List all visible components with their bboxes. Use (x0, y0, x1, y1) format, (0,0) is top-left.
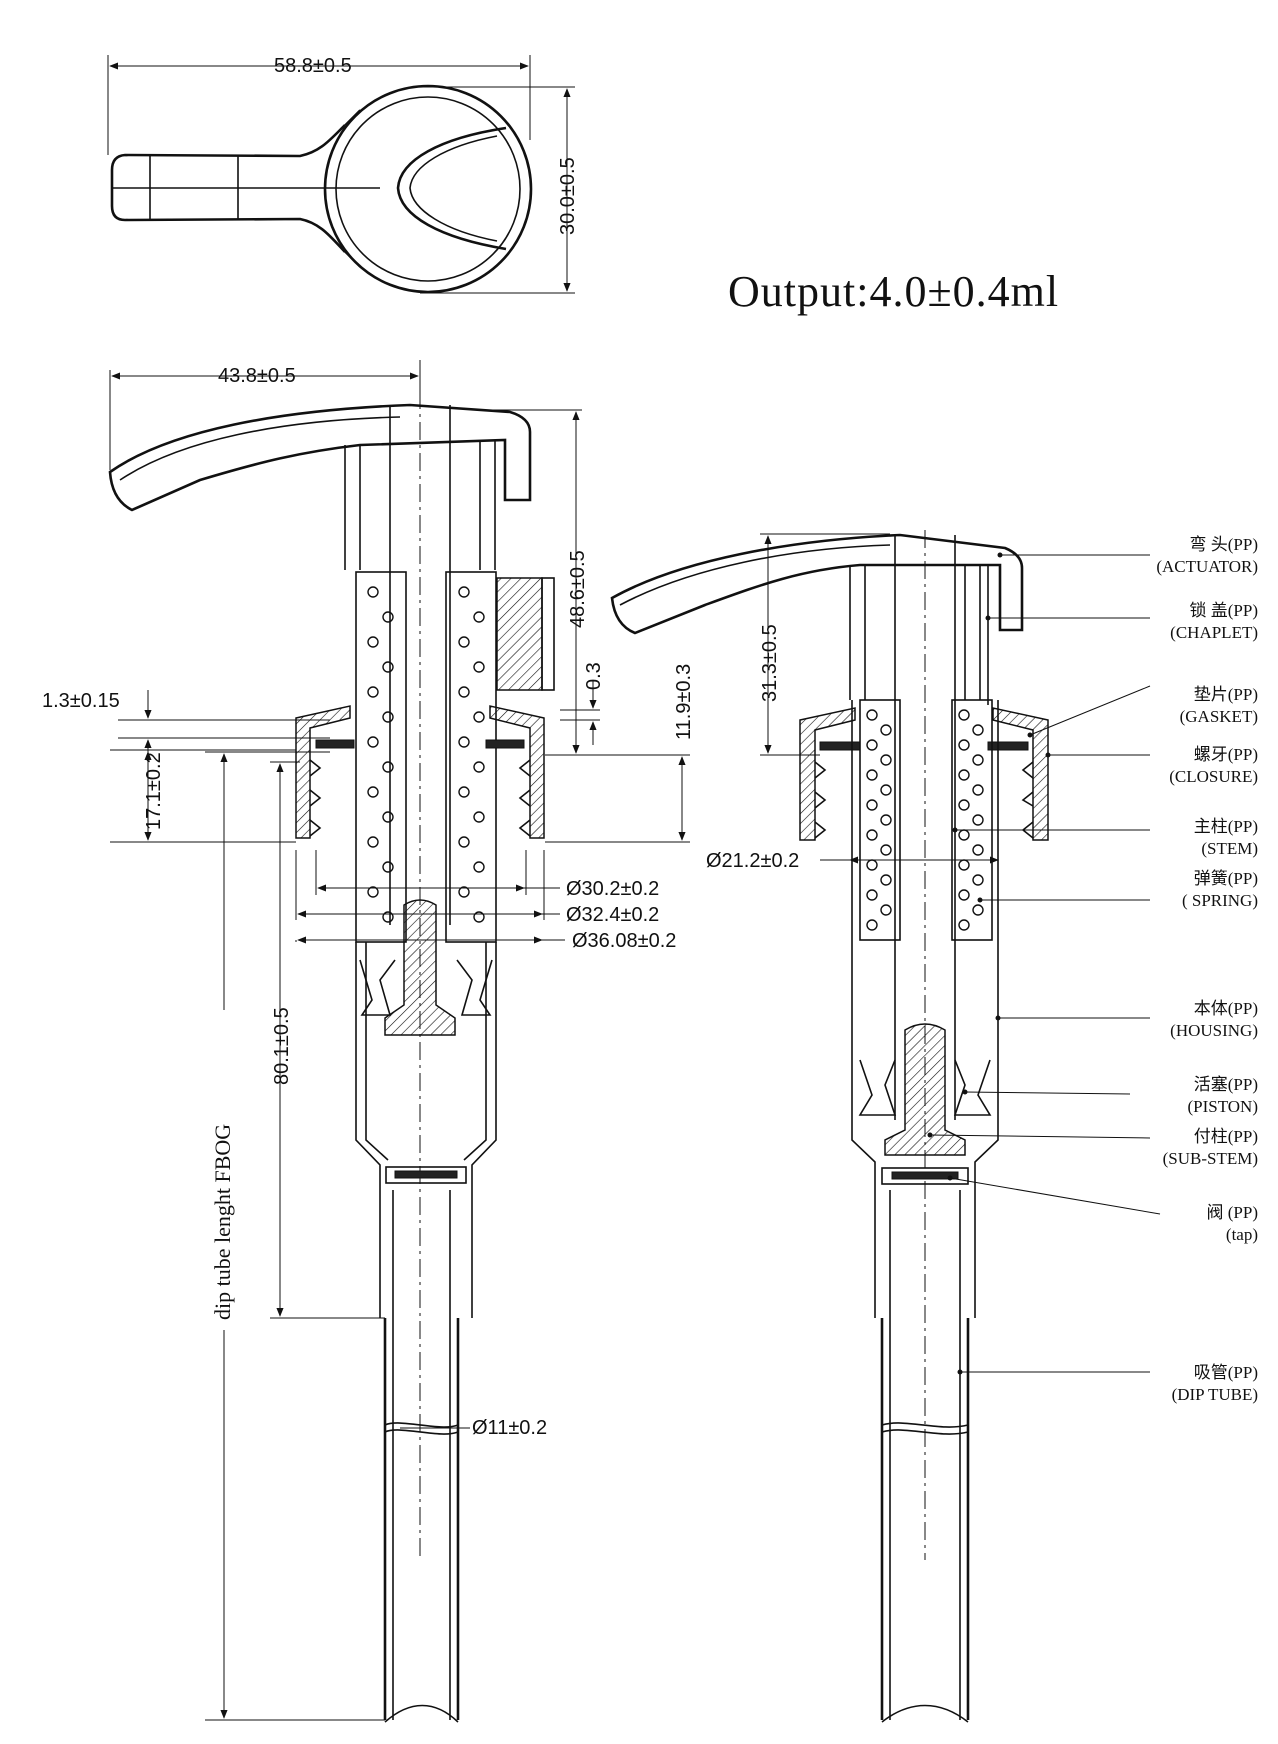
part-label-spring-cn: 弹簧(PP) (1194, 869, 1258, 888)
d-inner-label: Ø30.2±0.2 (566, 878, 659, 900)
chaplet-section (496, 577, 543, 691)
actuator-reach-label: 43.8±0.5 (218, 365, 296, 387)
part-label-actuator-cn: 弯 头(PP) (1190, 535, 1258, 554)
height-total-label: 48.6±0.5 (567, 550, 589, 628)
actuator-head-circle (323, 84, 533, 294)
sub-stem-side (384, 899, 456, 1036)
part-label-sub-stem-cn: 付柱(PP) (1194, 1127, 1258, 1146)
part-leaders (927, 552, 1161, 1375)
part-label-closure-en: (CLOSURE) (1169, 767, 1258, 786)
section-housing-wall (851, 700, 999, 1318)
section-actuator-outline (610, 533, 1024, 635)
part-label-closure-cn: 螺牙(PP) (1194, 745, 1258, 764)
section-closure-right (992, 707, 1049, 841)
part-label-dip-tube-en: (DIP TUBE) (1172, 1385, 1258, 1404)
section-sub-stem (884, 1023, 966, 1156)
top-width-label: 58.8±0.5 (274, 55, 352, 77)
body-length-label: 80.1±0.5 (271, 1007, 293, 1085)
spring-right-coils (458, 586, 485, 923)
part-label-stem-en: (STEM) (1201, 839, 1258, 858)
part-labels: 弯 头(PP) (ACTUATOR) 锁 盖(PP) (CHAPLET) 垫片(… (1156, 535, 1258, 1404)
gasket-thickness-label: 1.3±0.15 (42, 690, 120, 712)
side-view: 43.8±0.5 48.6±0.5 0.3 11.9±0.3 1.3±0.15 … (42, 360, 695, 1723)
part-label-tap-cn: 阀 (PP) (1207, 1203, 1258, 1222)
part-label-sub-stem-en: (SUB-STEM) (1163, 1149, 1258, 1168)
spring-left-coils (367, 586, 394, 923)
part-label-dip-tube-cn: 吸管(PP) (1194, 1363, 1258, 1382)
closure-right (489, 705, 545, 839)
part-label-piston-cn: 活塞(PP) (1194, 1075, 1258, 1094)
dip-tube-length-label: dip tube lenght FBOG (210, 1124, 235, 1320)
top-view: 58.8±0.5 30.0±0.5 (107, 55, 579, 294)
part-label-spring-en: ( SPRING) (1182, 891, 1258, 910)
dip-tube-diameter-label: Ø11±0.2 (472, 1417, 547, 1439)
part-label-piston-en: (PISTON) (1187, 1097, 1258, 1116)
closure-left (295, 705, 351, 839)
section-spring-coils (866, 709, 984, 931)
part-label-gasket-en: (GASKET) (1180, 707, 1258, 726)
part-label-housing-cn: 本体(PP) (1194, 999, 1258, 1018)
section-closure-left (799, 707, 856, 841)
part-label-chaplet-cn: 锁 盖(PP) (1190, 601, 1258, 620)
output-spec: Output:4.0±0.4ml (728, 267, 1059, 316)
closure-height-label: 17.1±0.2 (143, 752, 165, 830)
part-label-gasket-cn: 垫片(PP) (1194, 685, 1258, 704)
closure-depth-label: 11.9±0.3 (673, 664, 695, 740)
side-actuator-outline (108, 403, 532, 512)
top-height-label: 30.0±0.5 (557, 157, 579, 235)
stem-diameter-label: Ø21.2±0.2 (706, 850, 799, 872)
section-view: 31.3±0.5 Ø21.2±0.2 (610, 530, 1258, 1723)
part-label-chaplet-en: (CHAPLET) (1170, 623, 1258, 642)
housing-lower (355, 942, 497, 1318)
part-label-stem-cn: 主柱(PP) (1194, 817, 1258, 836)
d-mid-label: Ø32.4±0.2 (566, 904, 659, 926)
stroke-label: 31.3±0.5 (759, 624, 781, 702)
part-label-actuator-en: (ACTUATOR) (1156, 557, 1258, 576)
lock-gap-label: 0.3 (583, 662, 605, 690)
part-label-housing-en: (HOUSING) (1170, 1021, 1258, 1040)
part-label-tap-en: (tap) (1226, 1225, 1258, 1244)
d-outer-label: Ø36.08±0.2 (572, 930, 676, 952)
